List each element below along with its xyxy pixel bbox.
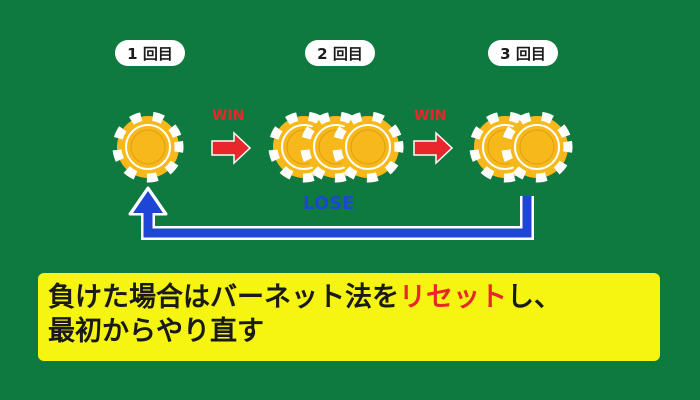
round-3-label: 3 回目: [488, 40, 558, 66]
chip-icon: [112, 111, 184, 183]
note-line-1: 負けた場合はバーネット法をリセットし、: [48, 281, 650, 315]
note-text-after: し、: [507, 282, 561, 313]
note-line-2: 最初からやり直す: [48, 316, 264, 347]
note-text-before: 負けた場合はバーネット法を: [48, 282, 399, 313]
round-2-label: 2 回目: [305, 40, 375, 66]
note-highlight-reset: リセット: [399, 282, 507, 313]
lose-label: LOSE: [303, 193, 355, 214]
win-arrow-icon: [211, 132, 251, 164]
win-label-1: WIN: [212, 108, 245, 124]
win-arrow-icon: [413, 132, 453, 164]
note-box: 負けた場合はバーネット法をリセットし、 最初からやり直す: [38, 273, 660, 361]
round-1-label: 1 回目: [115, 40, 185, 66]
lose-arrow-icon: [143, 196, 532, 238]
win-label-2: WIN: [414, 108, 447, 124]
